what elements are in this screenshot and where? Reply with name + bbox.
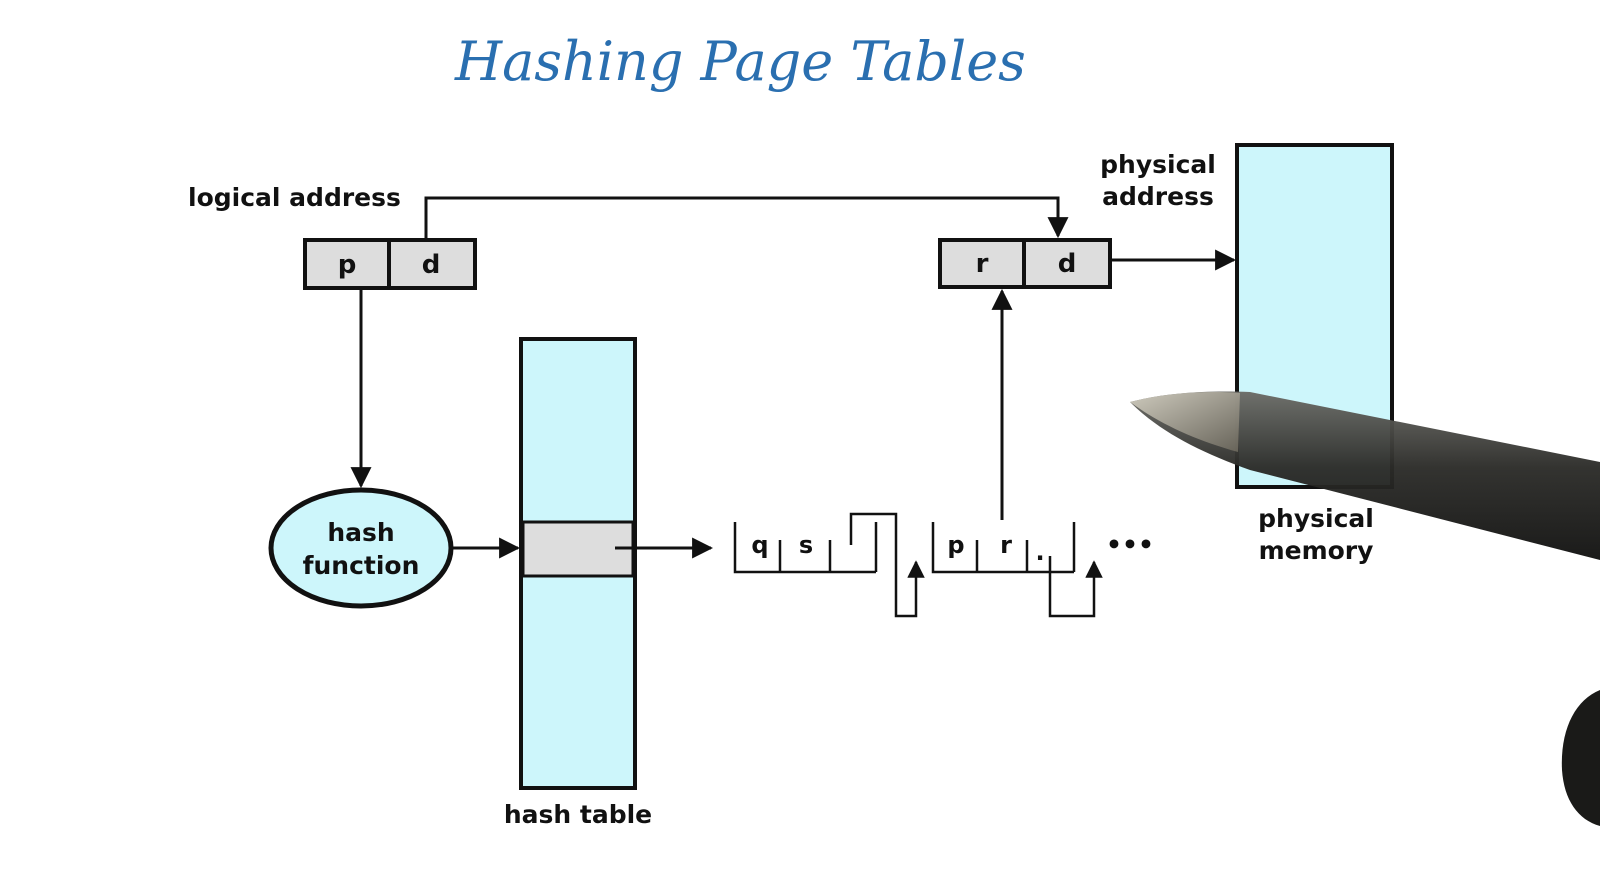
- hash-function: hash function: [268, 487, 454, 609]
- physical-memory-label-line1: physical: [1258, 504, 1374, 533]
- logical-page-cell: p: [338, 250, 357, 280]
- chain-link-1: [849, 512, 925, 618]
- physical-memory-label-line2: memory: [1259, 536, 1374, 565]
- chain-link-2: [1048, 556, 1103, 618]
- chain-node-2-page: p: [947, 531, 964, 559]
- chain-node-1-page: q: [751, 531, 768, 559]
- offset-copy-arrow: [424, 196, 1069, 240]
- hash-table-entry: [521, 520, 635, 578]
- logical-offset-cell: d: [422, 250, 441, 280]
- physical-address-register: r d: [938, 238, 1112, 289]
- chain-node-2-frame: r: [1000, 531, 1012, 559]
- chain-node-1-frame: s: [799, 531, 813, 559]
- physical-address-label-line1: physical: [1100, 150, 1216, 179]
- chain-node-2: p r .: [931, 522, 1076, 574]
- hand-edge: [1561, 690, 1600, 826]
- logical-address-register: p d: [303, 238, 477, 290]
- physical-address-label-line2: address: [1102, 182, 1214, 211]
- chain-ellipsis: •••: [1106, 530, 1154, 559]
- chain-node-1: q s: [733, 522, 878, 574]
- hash-function-label-line2: function: [303, 551, 420, 580]
- chain-node-2-next: .: [1035, 538, 1044, 566]
- page-title: Hashing Page Tables: [454, 30, 1026, 93]
- logical-address-label: logical address: [188, 183, 401, 212]
- hash-table-label: hash table: [504, 800, 652, 829]
- pen-pointer: [1130, 391, 1600, 826]
- physical-frame-cell: r: [976, 249, 989, 279]
- hash-function-label-line1: hash: [327, 518, 394, 547]
- physical-offset-cell: d: [1058, 249, 1077, 279]
- hash-table: [519, 337, 637, 790]
